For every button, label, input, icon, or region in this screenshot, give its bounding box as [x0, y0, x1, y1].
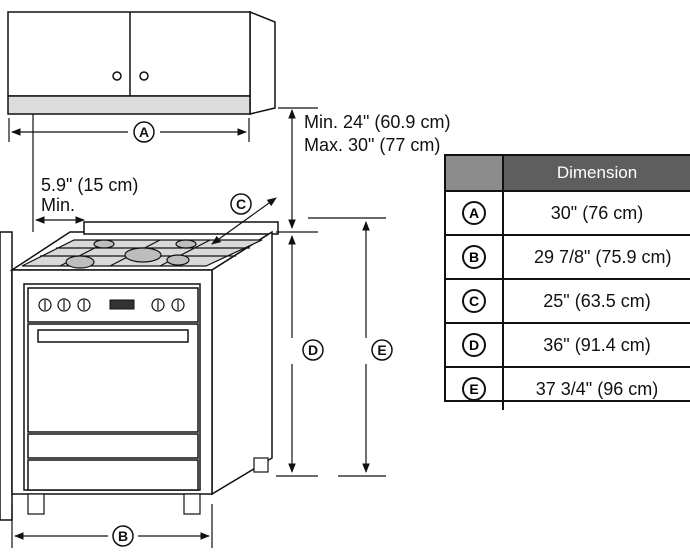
cabinet-knob-right — [139, 71, 149, 81]
burner-front-right — [166, 254, 190, 266]
table-header: Dimension — [446, 156, 690, 190]
svg-text:E: E — [377, 342, 386, 358]
table-row: B 29 7/8" (75.9 cm) — [446, 234, 690, 278]
clock-display — [109, 299, 135, 310]
wall-cabinet — [7, 10, 276, 115]
callout-e: E — [371, 339, 393, 361]
svg-text:A: A — [139, 124, 149, 140]
table-row: D 36" (91.4 cm) — [446, 322, 690, 366]
table-header-key-cell — [446, 156, 504, 190]
callout-a: A — [133, 121, 155, 143]
table-row: A 30" (76 cm) — [446, 190, 690, 234]
burner-center — [124, 247, 162, 263]
row-key-badge: C — [462, 289, 486, 313]
dimension-d-line — [276, 231, 318, 477]
row-key-badge: B — [462, 245, 486, 269]
row-value: 30" (76 cm) — [550, 202, 644, 223]
burner-back-right — [175, 239, 197, 249]
cabinet-bottom-panel — [7, 95, 251, 115]
dimension-c-line — [211, 197, 277, 245]
row-value: 37 3/4" (96 cm) — [535, 378, 659, 399]
svg-text:C: C — [236, 196, 246, 212]
cabinet-knob-left — [112, 71, 122, 81]
table-row: C 25" (63.5 cm) — [446, 278, 690, 322]
table-row: E 37 3/4" (96 cm) — [446, 366, 690, 410]
burner-back-left — [93, 239, 115, 249]
range-body — [0, 221, 279, 521]
min-clearance-label: Min. 24" (60.9 cm) — [304, 112, 450, 132]
side-clearance-min-label: Min. — [41, 195, 75, 215]
row-key-badge: D — [462, 333, 486, 357]
svg-text:D: D — [308, 342, 318, 358]
row-key-badge: A — [462, 201, 486, 225]
range-legs — [27, 457, 269, 515]
row-value: 25" (63.5 cm) — [543, 290, 651, 311]
dimension-table: Dimension A 30" (76 cm) B 29 7/8" (75.9 … — [444, 154, 690, 410]
callout-d: D — [302, 339, 324, 361]
dimension-b-line — [11, 504, 213, 548]
vertical-clearance-line — [278, 107, 318, 229]
row-key-badge: E — [462, 377, 486, 401]
callout-c: C — [230, 193, 252, 215]
row-value: 36" (91.4 cm) — [543, 334, 651, 355]
burners — [65, 239, 197, 269]
svg-text:B: B — [118, 528, 128, 544]
burner-front-left — [65, 255, 95, 269]
dimension-e-line — [308, 217, 386, 477]
dimension-a-line — [8, 118, 250, 142]
table-header-label: Dimension — [504, 156, 690, 190]
max-clearance-label: Max. 30" (77 cm) — [304, 135, 440, 155]
side-clearance-label: 5.9" (15 cm) — [41, 175, 138, 195]
callout-b: B — [112, 525, 134, 547]
control-knobs — [38, 298, 185, 312]
row-value: 29 7/8" (75.9 cm) — [534, 246, 672, 267]
